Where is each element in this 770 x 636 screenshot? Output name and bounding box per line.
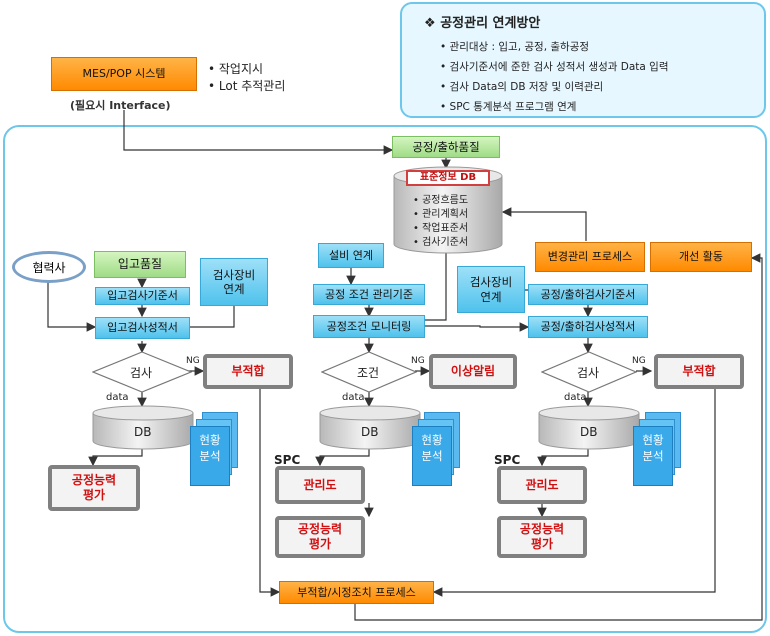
mid-control-chart: 관리도 [275,466,365,504]
right-db: DB [538,405,640,451]
condition-decision [321,351,417,393]
anomaly-alarm: 이상알림 [429,354,517,389]
mes-pop-system: MES/POP 시스템 [51,57,197,91]
left-data-label: data [106,392,129,403]
mes-interface-note: (필요시 Interface) [70,99,171,112]
right-ng-label: NG [632,356,646,366]
right-spc-label: SPC [494,453,521,467]
process-shipping-inspection-report: 공정/출하검사성적서 [528,316,648,338]
mes-note-lot-tracking: • Lot 추적관리 [208,79,286,93]
right-nonconformance: 부적합 [654,354,744,389]
right-decision-label: 검사 [577,366,600,380]
mes-note-work-order: • 작업지시 [208,62,264,76]
db-item: • 관리계획서 [413,209,469,220]
db-item: • 공정흐름도 [413,195,469,206]
right-control-chart: 관리도 [497,466,587,504]
mid-db: DB [319,405,421,451]
database-cylinder-icon [319,405,421,450]
process-shipping-inspection-standard: 공정/출하검사기준서 [528,284,648,305]
nonconformance-corrective-action-process: 부적합/시정조치 프로세스 [279,581,434,604]
mid-db-label: DB [361,425,379,439]
plan-bullet: • 검사 Data의 DB 저장 및 이력관리 [440,81,604,93]
mid-ng-label: NG [411,356,425,366]
right-inspection-decision [541,351,637,393]
standard-info-db: 표준정보 DB • 공정흐름도 • 관리계획서 • 작업표준서 • 검사기준서 [393,166,503,254]
plan-bullet: • 검사기준서에 준한 검사 성적서 생성과 Data 입력 [440,61,669,73]
improvement-activity: 개선 활동 [650,242,752,272]
right-db-label: DB [580,425,598,439]
left-nonconformance: 부적합 [203,354,293,389]
db-item: • 검사기준서 [413,237,469,248]
left-ng-label: NG [186,356,200,366]
process-condition-monitoring: 공정조건 모니터링 [313,315,425,338]
equipment-link: 설비 연계 [318,243,384,268]
plan-title: ❖ 공정관리 연계방안 [424,16,541,31]
left-db-label: DB [134,425,152,439]
left-decision-label: 검사 [130,366,153,380]
plan-bullet: • SPC 통계분석 프로그램 연계 [440,101,577,113]
db-title-badge: 표준정보 DB [406,170,490,186]
database-cylinder-icon [538,405,640,450]
change-management-process: 변경관리 프로세스 [535,242,645,272]
outer-frame [3,125,767,633]
partner-node: 협력사 [12,251,86,283]
mid-decision-label: 조건 [357,366,380,380]
left-db: DB [92,405,194,451]
incoming-inspection-report: 입고검사성적서 [95,317,190,339]
left-inspection-decision [92,351,192,393]
process-condition-standard: 공정 조건 관리기준 [313,284,425,305]
process-shipping-quality: 공정/출하품질 [392,136,500,158]
incoming-quality: 입고품질 [94,251,186,278]
database-cylinder-icon [92,405,194,450]
mid-spc-label: SPC [274,453,301,467]
plan-panel: ❖ 공정관리 연계방안 • 관리대상 : 입고, 공정, 출하공정 • 검사기준… [400,2,766,118]
right-data-label: data [564,392,587,403]
incoming-inspection-standard: 입고검사기준서 [95,287,190,305]
db-item: • 작업표준서 [413,223,469,234]
plan-bullet: • 관리대상 : 입고, 공정, 출하공정 [440,41,590,53]
mid-data-label: data [342,392,365,403]
diamond-bullet-icon: ❖ [424,16,441,31]
